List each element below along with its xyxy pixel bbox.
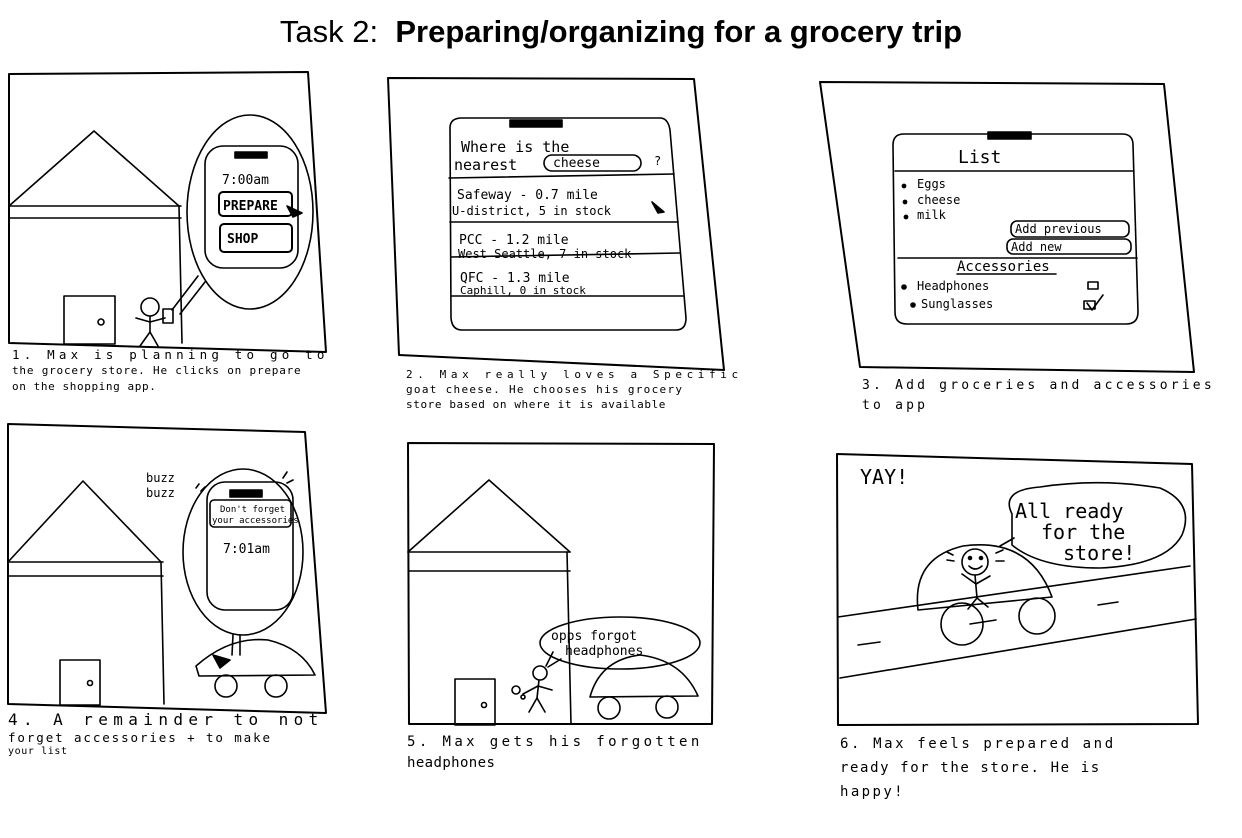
- car: [589, 654, 699, 720]
- search-field: [543, 154, 642, 172]
- panel-3-caption: 3. Add groceries and accessories to app: [862, 378, 1215, 413]
- panel-2: [387, 77, 725, 371]
- panel-5-frame: [407, 442, 715, 725]
- panel-4-caption: 4. A remainder to not forget accessories…: [8, 710, 324, 757]
- lock-screen-time: 7:01am: [223, 542, 270, 557]
- search-query[interactable]: cheese: [553, 156, 600, 171]
- list-item-milk: milk: [917, 208, 947, 222]
- door: [454, 678, 496, 726]
- question-line-2: nearest: [454, 156, 517, 174]
- add-new-button-frame: [1006, 238, 1132, 255]
- speech-line-1: opps forgot: [551, 629, 637, 644]
- yay-exclaim: YAY!: [860, 465, 908, 489]
- notification-line-1: Don't forget: [220, 505, 285, 515]
- panel-5-caption: 5. Max gets his forgotten headphones: [407, 734, 703, 771]
- door: [59, 659, 101, 706]
- question-line-1: Where is the: [461, 138, 569, 156]
- buzz-1: buzz: [146, 471, 175, 485]
- panel-1-caption: 1. Max is planning to go to the grocery …: [12, 347, 329, 393]
- list-item-cheese: cheese: [917, 193, 960, 207]
- headphones-icon: [511, 685, 521, 695]
- panel-6-frame: [836, 453, 1199, 726]
- panel-4: [7, 423, 327, 714]
- accessories-title: Accessories: [957, 259, 1050, 275]
- add-previous-button-frame: [1010, 220, 1130, 238]
- panel-5: [407, 442, 715, 726]
- car: [195, 638, 316, 698]
- store-safeway-name[interactable]: Safeway - 0.7 mile: [457, 188, 598, 203]
- notification-bubble: [182, 468, 304, 656]
- speech-bubble: [539, 616, 701, 670]
- list-item-eggs: Eggs: [917, 177, 946, 191]
- accessory-sunglasses: Sunglasses: [921, 297, 993, 311]
- cursor-icon: [651, 201, 665, 214]
- title-prefix: Task 2:: [279, 14, 379, 49]
- phone-zoom-bubble: [171, 114, 314, 315]
- panel-6: [836, 453, 1199, 726]
- speech-bubble: [999, 481, 1187, 569]
- phone-screen: [892, 133, 1139, 325]
- add-previous-button[interactable]: Add previous: [1015, 222, 1102, 236]
- house: [8, 130, 183, 345]
- list-title: List: [958, 147, 1001, 168]
- speech-line-2: for the: [1041, 520, 1125, 544]
- speech-line-1: All ready: [1015, 499, 1123, 523]
- phone-time: 7:00am: [222, 173, 269, 188]
- store-qfc-detail: Caphill, 0 in stock: [460, 284, 586, 297]
- stick-figure-max: [946, 548, 1005, 610]
- store-safeway-detail: U-district, 5 in stock: [452, 204, 612, 218]
- stick-figure-max: [135, 297, 174, 347]
- panel-2-frame: [387, 77, 725, 371]
- notification-line-2: your accessories: [212, 516, 299, 526]
- speech-line-3: store!: [1063, 541, 1135, 565]
- panel-6-caption: 6. Max feels prepared and ready for the …: [840, 736, 1116, 800]
- panel-2-caption: 2. Max really loves a Specific goat chee…: [406, 368, 743, 411]
- store-pcc-name[interactable]: PCC - 1.2 mile: [459, 233, 569, 248]
- stick-figure-max: [511, 665, 553, 713]
- store-qfc-name[interactable]: QFC - 1.3 mile: [460, 271, 570, 286]
- panel-1-frame: [8, 71, 327, 353]
- page-title: Task 2: Preparing/organizing for a groce…: [0, 14, 1242, 50]
- panel-3: [819, 81, 1195, 373]
- prepare-button[interactable]: PREPARE: [223, 199, 278, 214]
- store-pcc-detail: West Seattle, 7 in stock: [458, 247, 632, 261]
- buzz-2: buzz: [146, 486, 175, 500]
- car: [916, 544, 1056, 646]
- svg-text:?: ?: [654, 154, 661, 168]
- road: [837, 565, 1197, 679]
- panel-1: 7:00am PREPARE SHOP: [8, 71, 327, 353]
- phone-screen: [449, 117, 687, 331]
- house: [7, 480, 165, 706]
- speech-line-2: headphones: [565, 644, 643, 659]
- shop-button[interactable]: SHOP: [227, 232, 258, 247]
- add-new-button[interactable]: Add new: [1011, 240, 1062, 254]
- door: [63, 295, 116, 345]
- house: [407, 479, 572, 726]
- panel-4-frame: [7, 423, 327, 714]
- panel-3-frame: [819, 81, 1195, 373]
- title-main: Preparing/organizing for a grocery trip: [395, 14, 963, 49]
- checkbox-headphones: [1087, 281, 1099, 290]
- phone-in-hand: [162, 308, 174, 324]
- accessory-headphones: Headphones: [917, 279, 989, 293]
